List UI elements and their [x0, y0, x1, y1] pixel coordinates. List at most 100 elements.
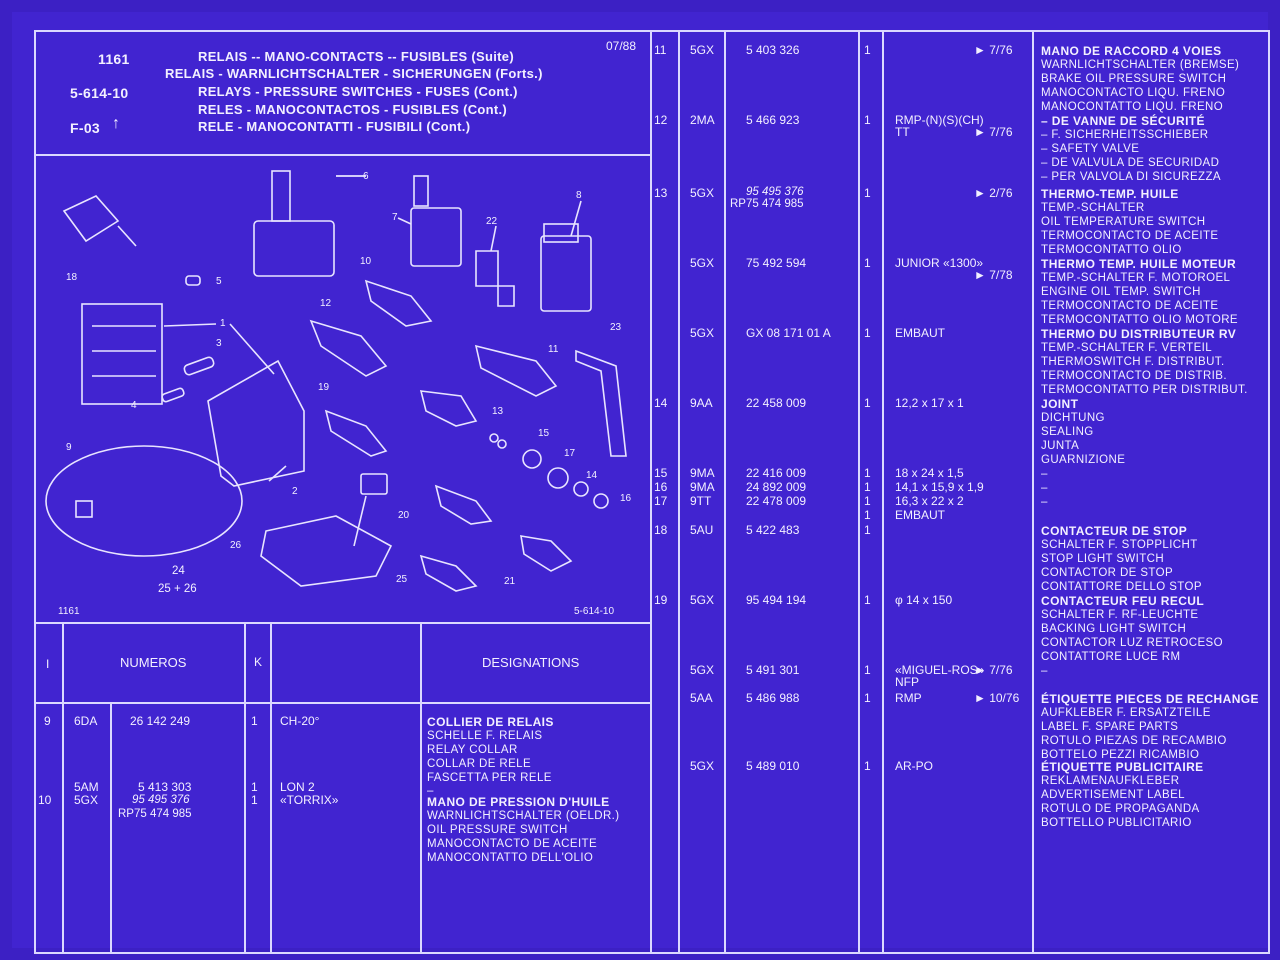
desc-line: JUNTA — [1041, 440, 1080, 452]
diagram-corner-left: 1161 — [58, 606, 80, 617]
fusebox-1-shape — [81, 303, 163, 405]
qty: 1 — [864, 759, 871, 773]
item-number: 19 — [654, 593, 668, 607]
callout-25: 25 — [396, 574, 408, 585]
col-right-code — [724, 30, 726, 954]
callout-3: 3 — [216, 338, 222, 349]
relay-6-shape — [253, 220, 335, 277]
column-header-designations: DESIGNATIONS — [482, 655, 580, 670]
column-header-numeros: NUMEROS — [120, 655, 187, 670]
item-number: 12 — [654, 113, 668, 127]
remark: EMBAUT — [895, 508, 946, 522]
column-header-k: K — [254, 655, 263, 669]
code: 5AA — [690, 691, 713, 705]
col-left-code — [110, 702, 112, 954]
label-26-shape — [260, 515, 393, 587]
item-number: 11 — [654, 43, 667, 57]
desc-line: – DE VANNE DE SÉCURITÉ — [1041, 114, 1205, 128]
col-left-i — [62, 622, 64, 954]
desc-line: – — [1041, 665, 1048, 677]
code: 5GX — [690, 663, 715, 677]
code: 5GX — [74, 793, 99, 807]
item-number: 15 — [654, 466, 668, 480]
callout-5: 5 — [216, 276, 222, 287]
release-date: ► 7/76 — [974, 43, 1013, 57]
desc-line: BOTTELO PEZZI RICAMBIO — [1041, 749, 1200, 761]
desc-line: TERMOCONTATTO OLIO — [1041, 244, 1182, 256]
part-number: 95 495 376 — [132, 794, 190, 806]
divider-main — [650, 30, 652, 954]
diagram-divider — [34, 622, 652, 624]
desc-line: ENGINE OIL TEMP. SWITCH — [1041, 286, 1201, 298]
title-it: RELE - MANOCONTATTI - FUSIBILI (Cont.) — [198, 119, 471, 134]
desc-line: ÉTIQUETTE PIECES DE RECHANGE — [1041, 692, 1259, 706]
desc-line: – — [1041, 468, 1048, 480]
remark: LON 2 — [280, 780, 315, 794]
callout-11: 11 — [548, 344, 559, 355]
item-number: 17 — [654, 494, 668, 508]
col-left-k — [270, 622, 272, 954]
remark: AR-PO — [895, 759, 934, 773]
remark: CH-20° — [280, 714, 320, 728]
desc-line: TEMP.-SCHALTER — [1041, 202, 1145, 214]
desc-line: BACKING LIGHT SWITCH — [1041, 623, 1187, 635]
code: 9MA — [690, 480, 715, 494]
code: 5GX — [690, 759, 715, 773]
title-fr: RELAIS -- MANO-CONTACTS -- FUSIBLES (Sui… — [198, 49, 514, 64]
part-number: 22 458 009 — [746, 396, 807, 410]
qty: 1 — [864, 186, 871, 200]
callout-23: 23 — [610, 322, 622, 333]
code: 9AA — [690, 396, 713, 410]
qty: 1 — [864, 256, 871, 270]
desc-line: COLLIER DE RELAIS — [427, 715, 554, 729]
desc-line: TEMP.-SCHALTER F. VERTEIL — [1041, 342, 1213, 354]
callout-19: 19 — [318, 382, 330, 393]
desc-line: TERMOCONTATTO OLIO MOTORE — [1041, 314, 1238, 326]
desc-line: ÉTIQUETTE PUBLICITAIRE — [1041, 760, 1204, 774]
desc-line: SCHALTER F. RF-LEUCHTE — [1041, 609, 1199, 621]
qty: 1 — [251, 793, 258, 807]
desc-line: OIL PRESSURE SWITCH — [427, 824, 568, 836]
part-number: 5 489 010 — [746, 759, 800, 773]
desc-line: – — [427, 785, 434, 797]
col-right-remark — [1032, 30, 1034, 954]
desc-line: TERMOCONTACTO DE ACEITE — [1041, 300, 1219, 312]
relay-7-shape — [410, 207, 462, 267]
remark: «TORRIX» — [280, 793, 339, 807]
diagram-label-25-26: 25 + 26 — [158, 583, 197, 595]
col-left-remark — [420, 622, 422, 954]
exploded-parts-diagram: 6 7 8 22 18 5 1 3 4 9 2 10 12 11 23 19 1… — [45, 170, 632, 592]
desc-line: ROTULO DE PROPAGANDA — [1041, 803, 1200, 815]
part-number: 22 478 009 — [746, 494, 807, 508]
desc-line: CONTACTOR DE STOP — [1041, 567, 1174, 579]
item-number: 9 — [44, 714, 51, 728]
desc-line: THERMOSWITCH F. DISTRIBUT. — [1041, 356, 1225, 368]
qty: 1 — [864, 508, 871, 522]
desc-line: WARNLICHTSCHALTER (BREMSE) — [1041, 59, 1240, 71]
desc-line: DICHTUNG — [1041, 412, 1105, 424]
frame-top — [34, 30, 1270, 32]
part-number: RP75 474 985 — [118, 808, 192, 820]
desc-line: STOP LIGHT SWITCH — [1041, 553, 1165, 565]
bracket-22-shape — [475, 250, 515, 307]
switch-18-shape — [62, 195, 120, 243]
desc-line: SCHELLE F. RELAIS — [427, 730, 543, 742]
model-number: 1161 — [98, 51, 130, 67]
desc-line: COLLAR DE RELE — [427, 758, 532, 770]
frame-left — [34, 30, 36, 954]
desc-line: OIL TEMPERATURE SWITCH — [1041, 216, 1206, 228]
qty: 1 — [864, 326, 871, 340]
title-es: RELES - MANOCONTACTOS - FUSIBLES (Cont.) — [198, 102, 508, 117]
callout-1: 1 — [220, 318, 226, 329]
desc-line: TERMOCONTACTO DE DISTRIB. — [1041, 370, 1227, 382]
part-number: 5 403 326 — [746, 43, 800, 57]
qty: 1 — [864, 593, 871, 607]
callout-13: 13 — [492, 406, 504, 417]
callout-2: 2 — [292, 486, 298, 497]
qty: 1 — [864, 494, 871, 508]
part-number: RP75 474 985 — [730, 198, 804, 210]
desc-line: TERMOCONTACTO DE ACEITE — [1041, 230, 1219, 242]
callout-6: 6 — [363, 171, 369, 182]
callout-18: 18 — [66, 272, 78, 283]
desc-line: TERMOCONTATTO PER DISTRIBUT. — [1041, 384, 1248, 396]
